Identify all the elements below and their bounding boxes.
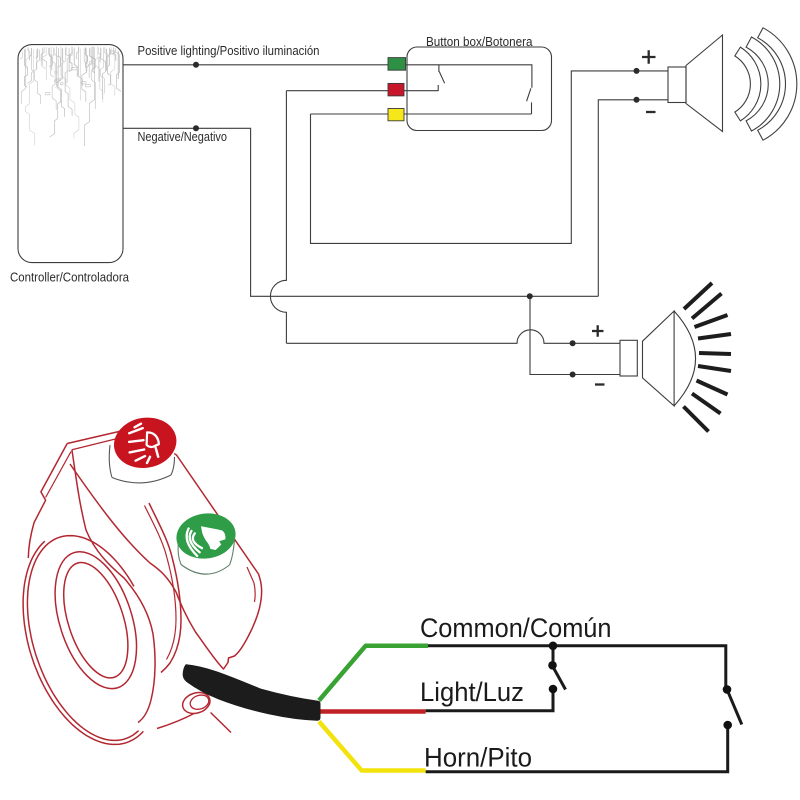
svg-text:Common/Común: Common/Común [420,613,612,643]
svg-text:Negative/Negativo: Negative/Negativo [138,129,228,144]
svg-text:Light/Luz: Light/Luz [420,677,524,707]
svg-text:Horn/Pito: Horn/Pito [424,743,532,773]
svg-text:Positive lighting/Positivo ilu: Positive lighting/Positivo iluminación [138,43,320,58]
svg-text:Controller/Controladora: Controller/Controladora [10,270,130,285]
svg-text:Button box/Botonera: Button box/Botonera [426,34,533,49]
